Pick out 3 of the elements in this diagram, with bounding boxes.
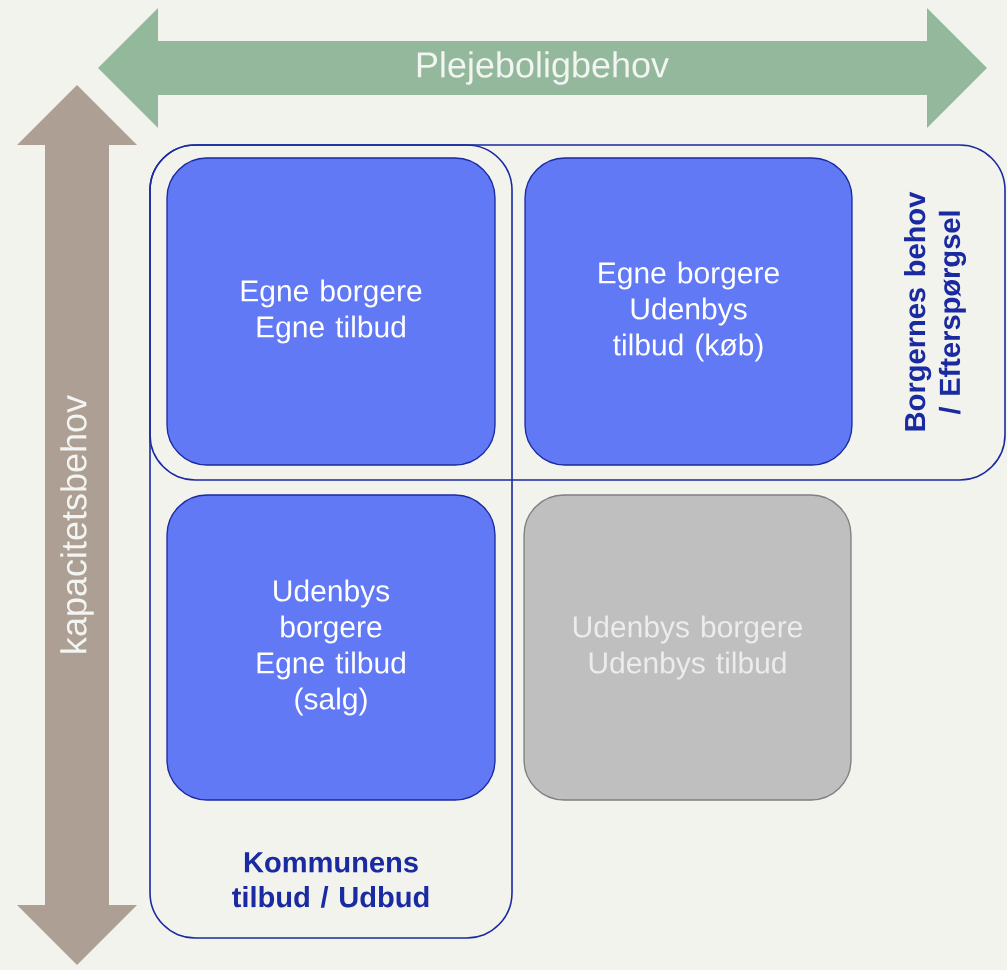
quadrant-box: Egne borgere Egne tilbud	[166, 157, 496, 466]
quadrant-box: Udenbys borgere Egne tilbud (salg)	[166, 494, 496, 801]
quadrant-box: Egne borgere Udenbys tilbud (køb)	[524, 157, 853, 466]
